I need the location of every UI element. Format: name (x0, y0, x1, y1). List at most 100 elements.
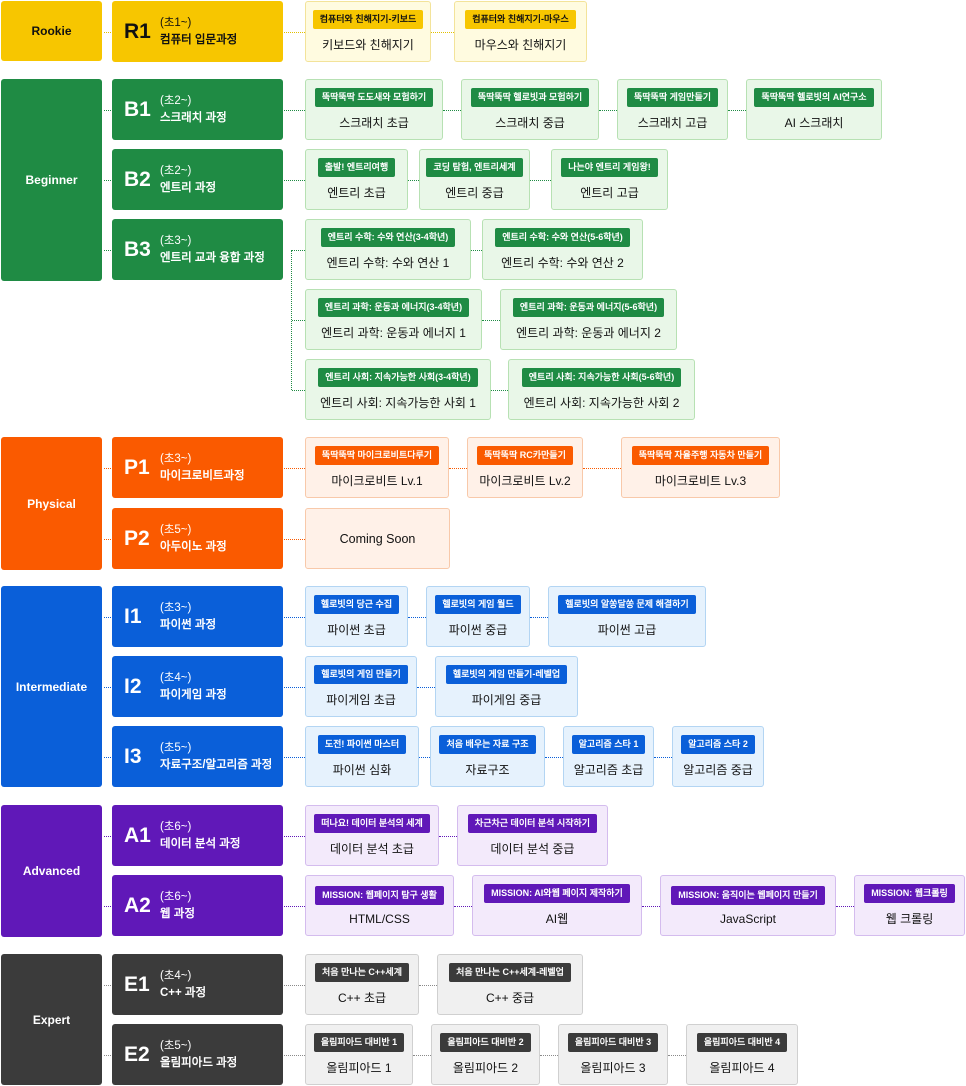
connector (417, 686, 435, 688)
lesson-card[interactable]: 엔트리 수학: 수와 연산(5-6학년)엔트리 수학: 수와 연산 2 (482, 219, 643, 280)
course-code: E1 (124, 972, 150, 996)
course-p1[interactable]: P1(초3~)마이크로비트과정 (112, 437, 283, 498)
connector (530, 179, 551, 181)
connector (284, 538, 305, 540)
lesson-card[interactable]: 엔트리 과학: 운동과 에너지(5-6학년)엔트리 과학: 운동과 에너지 2 (500, 289, 677, 350)
lesson-name: 데이터 분석 중급 (490, 842, 575, 856)
course-code: P2 (124, 526, 150, 550)
lesson-card[interactable]: 엔트리 사회: 지속가능한 사회(3-4학년)엔트리 사회: 지속가능한 사회 … (305, 359, 491, 420)
lesson-name: 올림피아드 1 (326, 1061, 392, 1075)
level-rookie: Rookie (1, 1, 102, 61)
course-i1[interactable]: I1(초3~)파이썬 과정 (112, 586, 283, 647)
course-b3[interactable]: B3(초3~)엔트리 교과 융합 과정 (112, 219, 283, 280)
level-beginner: Beginner (1, 79, 102, 281)
lesson-tag: 올림피아드 대비반 3 (567, 1033, 659, 1052)
lesson-tag: 출발! 엔트리여행 (317, 158, 396, 177)
lesson-name: 파이썬 심화 (332, 763, 392, 777)
lesson-name: AI 스크래치 (784, 116, 844, 130)
course-title: 데이터 분석 과정 (160, 837, 241, 850)
lesson-name: 스크래치 고급 (637, 116, 708, 130)
course-e2[interactable]: E2(초5~)올림피아드 과정 (112, 1024, 283, 1085)
course-i3[interactable]: I3(초5~)자료구조/알고리즘 과정 (112, 726, 283, 787)
connector (104, 686, 111, 688)
course-text: (초4~)C++ 과정 (160, 968, 206, 1002)
course-age: (초4~) (160, 671, 192, 684)
lesson-name: 파이썬 중급 (448, 623, 508, 637)
course-i2[interactable]: I2(초4~)파이게임 과정 (112, 656, 283, 717)
connector (104, 835, 111, 837)
lesson-tag: 엔트리 수학: 수와 연산(5-6학년) (495, 228, 630, 247)
lesson-name: 엔트리 중급 (445, 186, 504, 200)
lesson-tag: 처음 만나는 C++세계 (315, 963, 409, 982)
lesson-tag: 헬로빗의 알쏭달쏭 문제 해결하기 (558, 595, 696, 614)
lesson-tag: 엔트리 과학: 운동과 에너지(3-4학년) (317, 298, 470, 317)
lesson-tag: 헬로빗의 게임 월드 (435, 595, 521, 614)
connector (104, 31, 111, 33)
connector (292, 319, 305, 321)
course-age: (초3~) (160, 601, 192, 614)
lesson-card[interactable]: 나는야 엔트리 게임왕!엔트리 고급 (551, 149, 668, 210)
connector (419, 984, 437, 986)
course-age: (초3~) (160, 452, 192, 465)
lesson-tag: 처음 배우는 자료 구조 (439, 735, 536, 754)
connector (104, 249, 111, 251)
lesson-name: 웹 크롤링 (885, 912, 934, 926)
connector (654, 756, 672, 758)
connector (104, 179, 111, 181)
lesson-tag: 엔트리 사회: 지속가능한 사회(5-6학년) (521, 368, 682, 387)
course-code: B1 (124, 97, 151, 121)
course-a1[interactable]: A1(초6~)데이터 분석 과정 (112, 805, 283, 866)
course-code: I3 (124, 744, 142, 768)
connector (104, 905, 111, 907)
lesson-card[interactable]: Coming Soon (305, 508, 450, 569)
lesson-name: 데이터 분석 초급 (330, 842, 414, 856)
course-p2[interactable]: P2(초5~)아두이노 과정 (112, 508, 283, 569)
connector (104, 1054, 111, 1056)
lesson-card[interactable]: 엔트리 과학: 운동과 에너지(3-4학년)엔트리 과학: 운동과 에너지 1 (305, 289, 482, 350)
lesson-card[interactable]: 엔트리 사회: 지속가능한 사회(5-6학년)엔트리 사회: 지속가능한 사회 … (508, 359, 695, 420)
lesson-name: 엔트리 과학: 운동과 에너지 2 (516, 326, 661, 340)
lesson-card[interactable]: 엔트리 수학: 수와 연산(3-4학년)엔트리 수학: 수와 연산 1 (305, 219, 471, 280)
course-a2[interactable]: A2(초6~)웹 과정 (112, 875, 283, 936)
course-b2[interactable]: B2(초2~)엔트리 과정 (112, 149, 283, 210)
lesson-tag: 떠나요! 데이터 분석의 세계 (314, 814, 430, 833)
course-e1[interactable]: E1 (초4~)C++ 과정 (112, 954, 283, 1015)
course-age: (초6~) (160, 820, 192, 833)
course-r1[interactable]: R1(초1~)컴퓨터 입문과정 (112, 1, 283, 62)
connector (728, 109, 746, 111)
course-age: (초4~) (160, 969, 192, 982)
course-b1[interactable]: B1(초2~)스크래치 과정 (112, 79, 283, 140)
